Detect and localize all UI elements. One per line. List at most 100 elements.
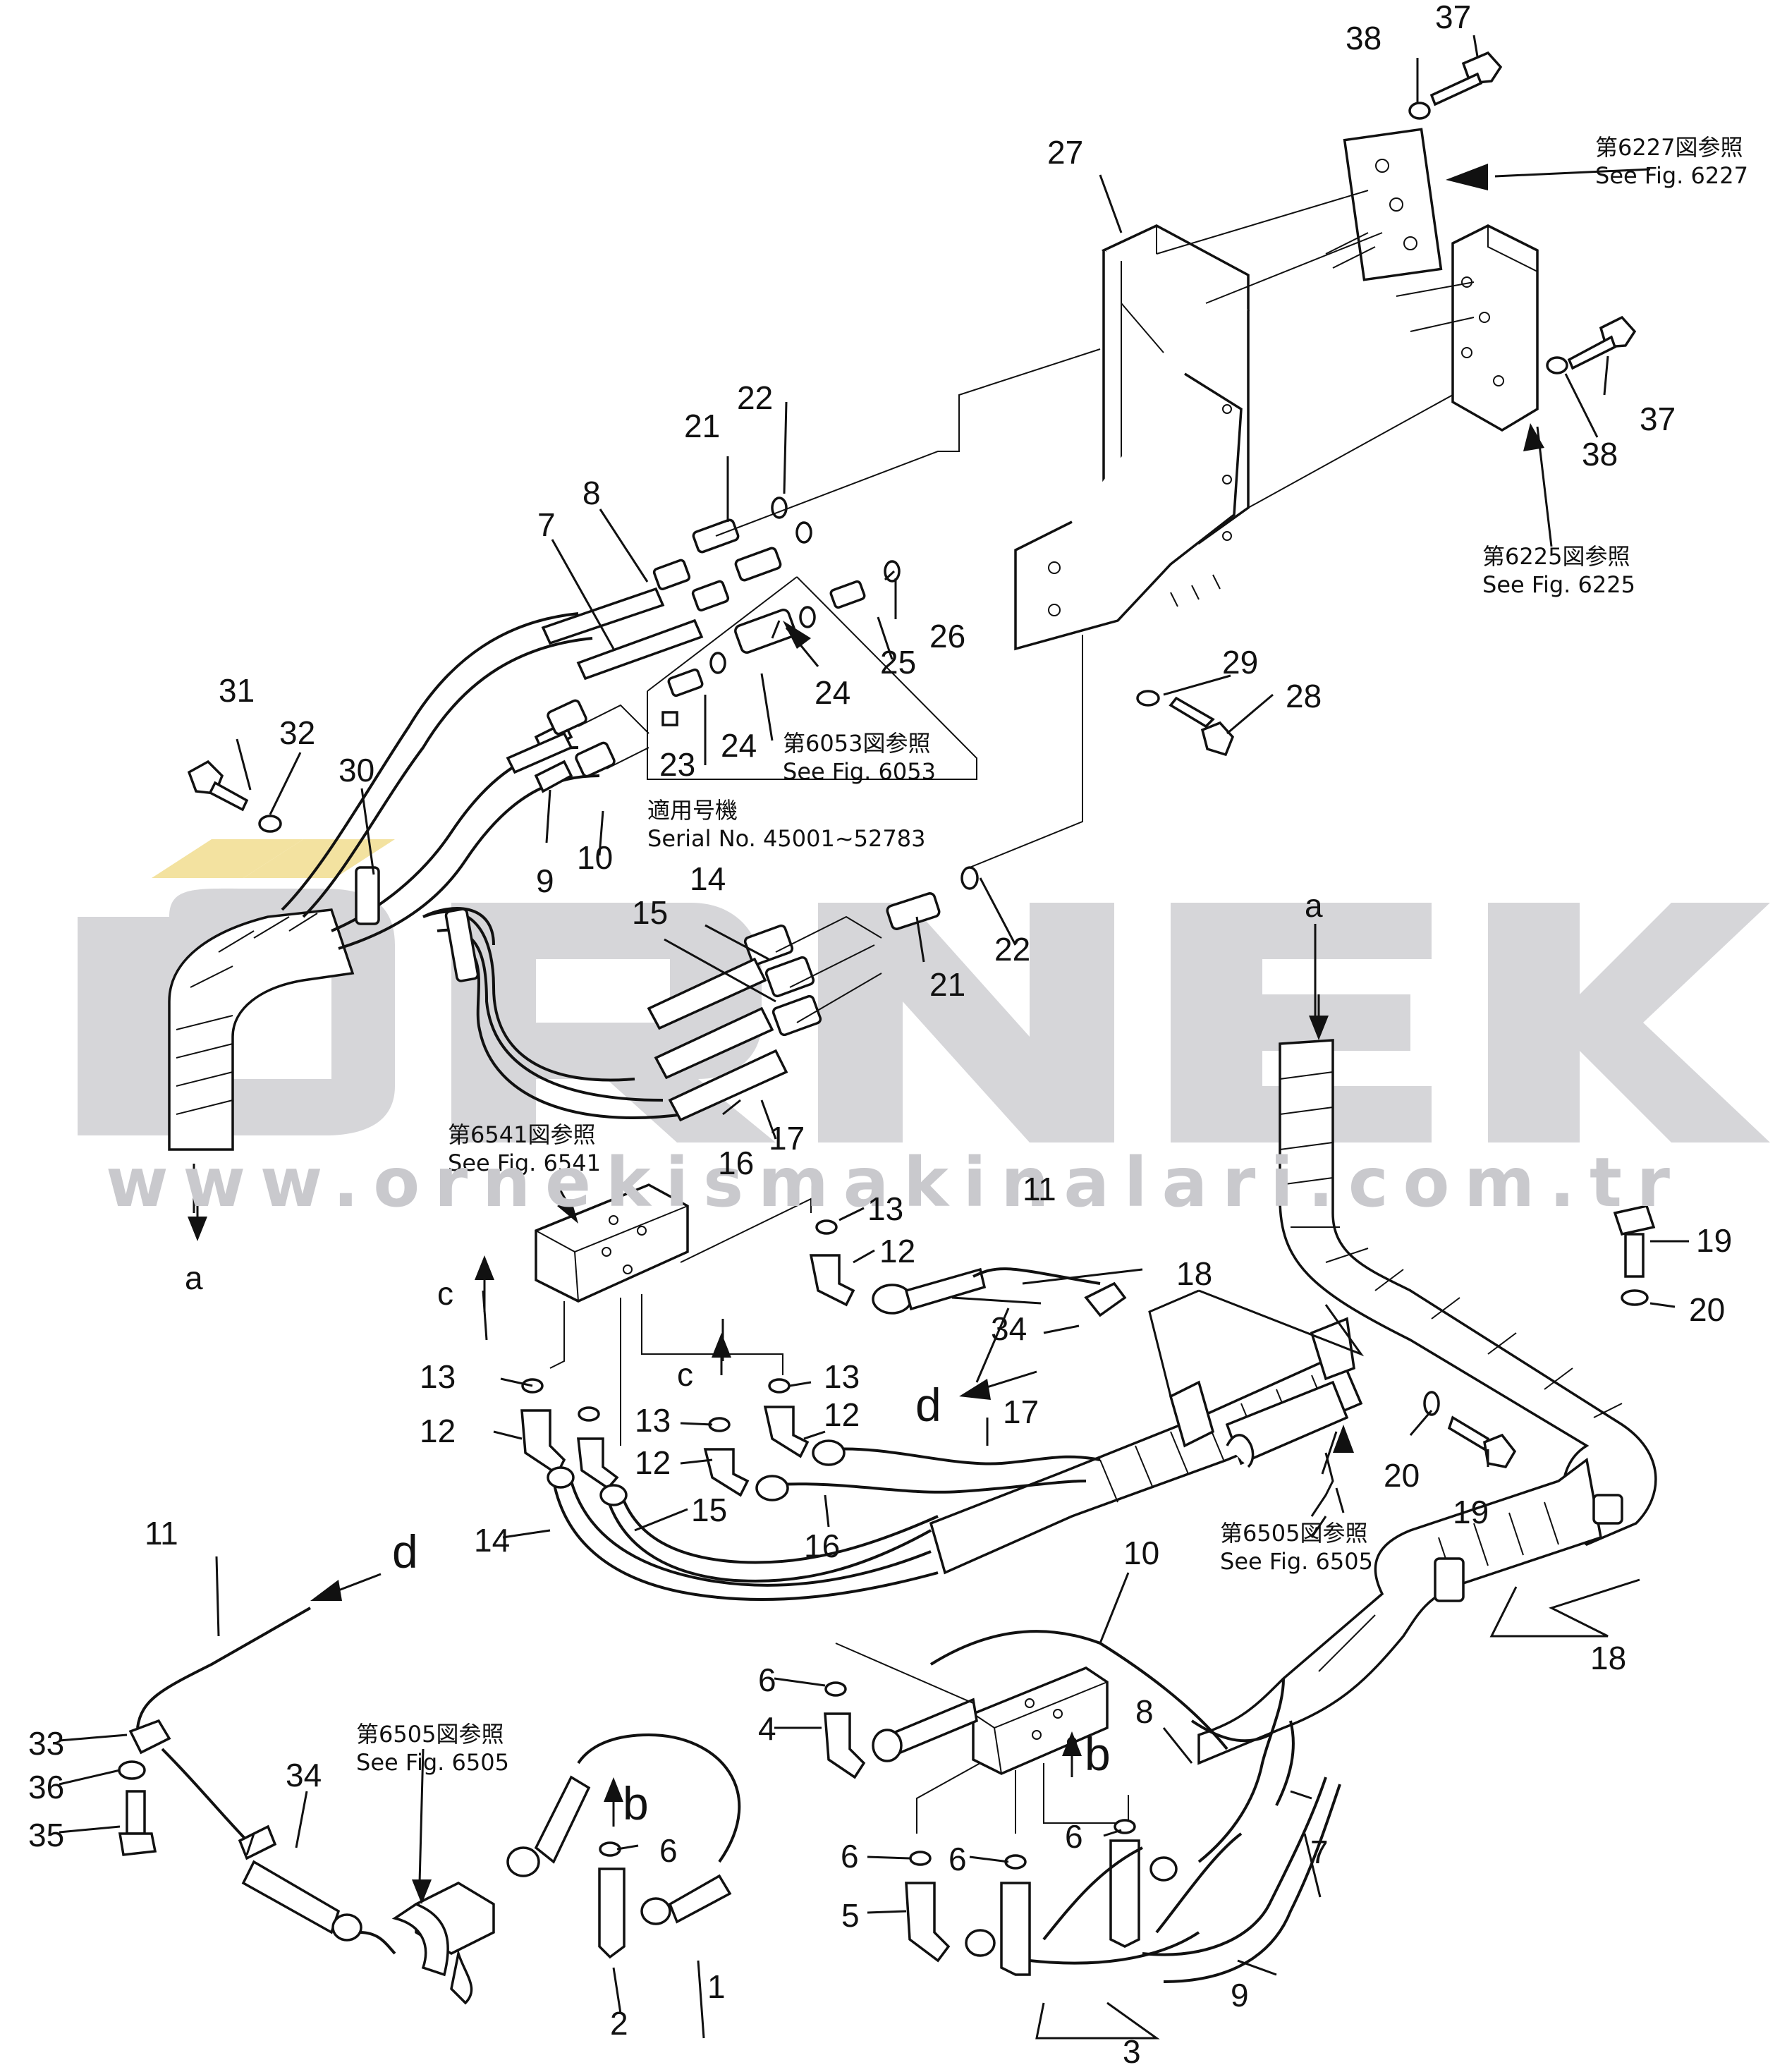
callout: 12 <box>420 1413 456 1449</box>
bolt-washer-set-top <box>1408 51 1637 374</box>
ref-6505a-en: See Fig. 6505 <box>1220 1548 1373 1575</box>
callout: 17 <box>1003 1394 1039 1430</box>
hoses-14-15-16-17 <box>647 915 882 1122</box>
callout: 22 <box>994 931 1030 968</box>
callout: 15 <box>691 1492 727 1528</box>
callout: 29 <box>1222 644 1258 681</box>
callout: 11 <box>145 1515 178 1552</box>
callout: 6 <box>659 1832 678 1869</box>
callouts: 37 38 27 37 38 22 21 8 7 26 25 24 24 23 … <box>28 0 1732 2070</box>
callout: 13 <box>420 1358 456 1395</box>
leader-lines <box>59 35 1689 2040</box>
callout: d <box>915 1379 941 1431</box>
callout: 36 <box>28 1769 64 1805</box>
callout: b <box>623 1777 649 1829</box>
valve-block-lower <box>835 1643 1129 1834</box>
watermark-accent-left <box>152 839 303 878</box>
callout: 4 <box>758 1710 776 1747</box>
serial-reference-box <box>647 576 977 780</box>
callout: 21 <box>929 966 965 1003</box>
hoses-lower-7-10 <box>929 1630 1341 1983</box>
callout: 14 <box>474 1522 510 1559</box>
elbow-fittings-12-13 <box>520 1219 855 1497</box>
hose-bundle-lower-right <box>929 1039 1657 1765</box>
bolt-31 <box>187 760 282 833</box>
callout: 17 <box>769 1120 805 1157</box>
callout: a <box>185 1260 203 1296</box>
callout: 11 <box>1023 1171 1056 1207</box>
ref-6541-en: See Fig. 6541 <box>448 1150 601 1176</box>
valve-block-6541 <box>535 1183 812 1446</box>
watermark-url: www.ornekismakinalari.com.tr <box>106 1143 1685 1222</box>
serial-en: Serial No. 45001~52783 <box>647 825 925 852</box>
callout: 2 <box>610 2005 628 2042</box>
callout: 10 <box>1123 1535 1159 1571</box>
valve-block-6225 <box>1248 224 1539 508</box>
callout: 8 <box>1135 1693 1154 1730</box>
ref-6225-en: See Fig. 6225 <box>1482 571 1635 598</box>
callout: 37 <box>1640 401 1676 437</box>
callout: 20 <box>1384 1457 1420 1494</box>
callout: 24 <box>721 727 757 764</box>
callout: 3 <box>1123 2033 1141 2070</box>
callout: 34 <box>286 1757 322 1793</box>
callout: 20 <box>1689 1291 1725 1328</box>
callout: 7 <box>1310 1834 1329 1870</box>
callout: 6 <box>758 1662 776 1698</box>
hose-bundle-upper-left <box>168 612 685 1151</box>
fitting-1-2 <box>598 1841 732 1959</box>
serial-jp: 適用号機 <box>647 797 738 824</box>
callout: 7 <box>537 506 556 543</box>
hose-11-upper <box>872 1267 1127 1317</box>
callout: 22 <box>737 379 773 416</box>
callout: d <box>392 1525 418 1578</box>
callout: 27 <box>1047 134 1083 171</box>
callout: 6 <box>949 1841 967 1877</box>
callout: 18 <box>1590 1640 1626 1676</box>
callout: 31 <box>219 672 255 709</box>
callout: 21 <box>684 408 720 444</box>
callout: 28 <box>1286 678 1322 714</box>
callout: 26 <box>929 618 965 654</box>
ref-6505b-en: See Fig. 6505 <box>356 1749 509 1776</box>
callout: 25 <box>880 644 916 681</box>
fitting-21-mid <box>886 635 1083 930</box>
callout: a <box>1305 887 1323 924</box>
callout: b <box>1085 1728 1111 1780</box>
callout: 13 <box>867 1190 903 1227</box>
ref-6053-en: See Fig. 6053 <box>783 758 936 785</box>
callout: 8 <box>582 475 601 511</box>
callout: 35 <box>28 1817 64 1853</box>
callout: 5 <box>841 1897 860 1934</box>
callout: 12 <box>635 1444 671 1481</box>
callout: 38 <box>1582 436 1618 473</box>
callout: 9 <box>1231 1977 1249 2013</box>
callout: 32 <box>279 714 315 751</box>
ref-6505b-jp: 第6505図参照 <box>356 1721 504 1748</box>
ref-6227-jp: 第6227図参照 <box>1595 134 1743 161</box>
callout: 6 <box>1065 1818 1083 1855</box>
callout: 38 <box>1346 20 1381 56</box>
reference-texts: 第6227図参照 See Fig. 6227 第6225図参照 See Fig.… <box>356 134 1748 1776</box>
callout: 30 <box>338 752 374 788</box>
callout: 18 <box>1176 1255 1212 1292</box>
callout: 13 <box>635 1402 671 1439</box>
callout: 16 <box>718 1145 754 1181</box>
hose-34-lower <box>238 1733 741 2005</box>
callout: 33 <box>28 1725 64 1762</box>
ref-6053-jp: 第6053図参照 <box>783 730 930 757</box>
callout: 12 <box>879 1233 915 1269</box>
callout: 15 <box>632 894 668 931</box>
bolt-19-right <box>1423 1204 1656 1468</box>
callout: 34 <box>991 1310 1027 1347</box>
ref-6227-en: See Fig. 6227 <box>1595 162 1748 189</box>
callout: 9 <box>536 863 554 899</box>
callout: 12 <box>824 1396 860 1433</box>
callout: c <box>677 1356 693 1393</box>
callout: 14 <box>690 860 726 897</box>
pilot-valve-block-6227 <box>1156 128 1443 304</box>
callout: 16 <box>804 1528 840 1564</box>
callout: 6 <box>841 1838 859 1875</box>
callout: 13 <box>824 1358 860 1395</box>
